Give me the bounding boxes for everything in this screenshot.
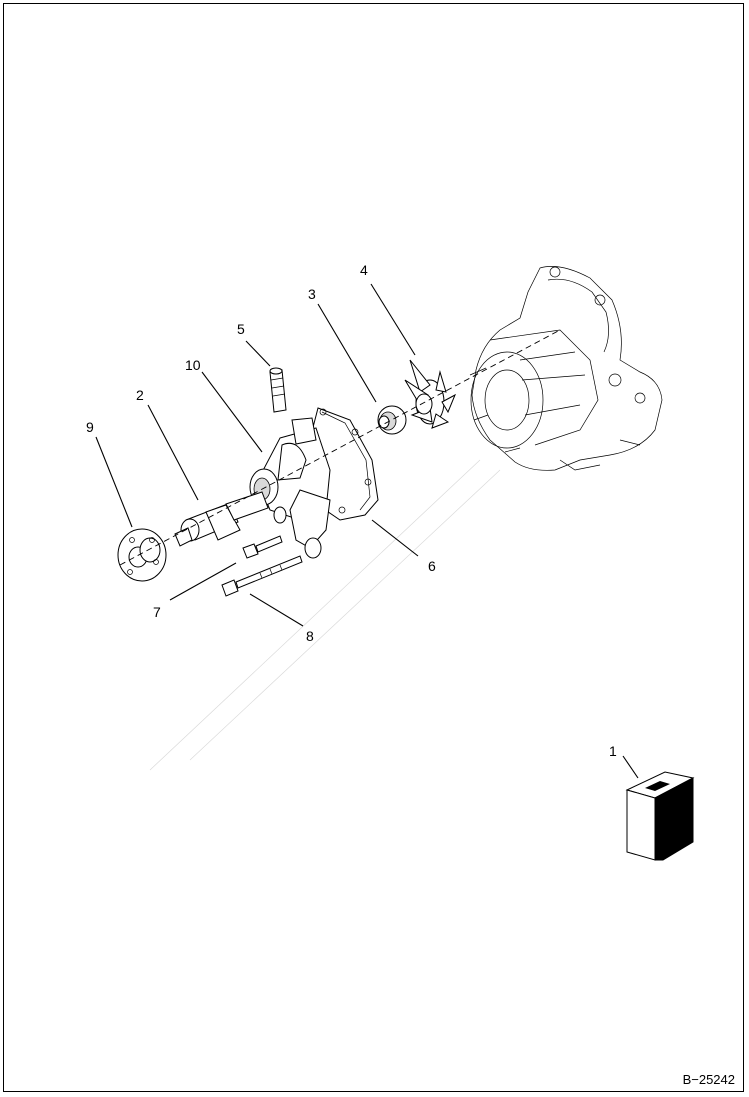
assembly-centerline — [119, 329, 561, 566]
water-pump-seal — [377, 405, 407, 435]
callout-6: 6 — [428, 558, 436, 574]
parts-kit-box — [625, 771, 695, 861]
page-frame — [3, 3, 744, 1092]
pump-housing — [249, 407, 379, 559]
plug — [269, 367, 287, 413]
short-bolt — [242, 535, 283, 559]
leader-lines — [95, 283, 639, 779]
callout-3: 3 — [308, 286, 316, 302]
callout-4: 4 — [360, 262, 368, 278]
figure-reference: B−25242 — [682, 1072, 735, 1087]
engine-block — [469, 266, 663, 471]
bearing-shaft — [174, 491, 269, 547]
callout-8: 8 — [306, 628, 314, 644]
impeller — [404, 359, 456, 429]
long-bolt — [221, 555, 303, 597]
callout-10: 10 — [185, 357, 201, 373]
pulley-flange — [117, 528, 167, 582]
callout-2: 2 — [136, 387, 144, 403]
callout-5: 5 — [237, 321, 245, 337]
callout-1: 1 — [609, 743, 617, 759]
callout-7: 7 — [153, 604, 161, 620]
callout-9: 9 — [86, 419, 94, 435]
watermark-strokes — [149, 459, 501, 771]
